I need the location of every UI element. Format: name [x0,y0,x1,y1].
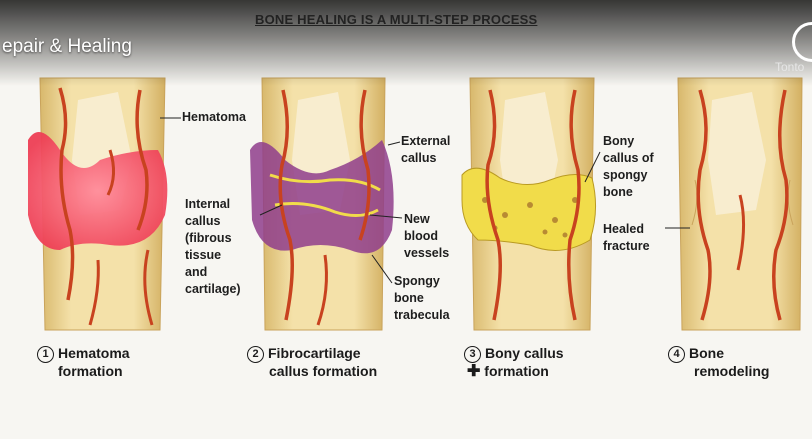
panel-hematoma [28,78,181,330]
panel-remodeling [665,78,802,330]
panel-fibrocartilage [250,78,402,330]
step-2-line-1: Fibrocartilage [268,345,361,361]
step-3-line-2: ✚ formation [467,362,549,381]
step-number-3: 3 [464,346,481,363]
label-healed-fracture-2: fracture [603,239,650,254]
step-4-line-2: remodeling [694,362,769,380]
label-new-blood-vessels-1: New [404,212,430,227]
label-internal-callus-3: (fibrous [185,231,232,246]
label-bony-callus-2: callus of [603,151,654,166]
video-title[interactable]: epair & Healing [2,36,132,58]
label-spongy-bone-3: trabecula [394,308,450,323]
step-number-1: 1 [37,346,54,363]
label-hematoma: Hematoma [182,110,246,125]
label-healed-fracture-1: Healed [603,222,644,237]
label-spongy-bone-2: bone [394,291,424,306]
step-1-line-2: formation [58,362,123,380]
label-spongy-bone-1: Spongy [394,274,440,289]
label-internal-callus-5: and [185,265,207,280]
label-new-blood-vessels-3: vessels [404,246,449,261]
step-4-line-1: Bone [689,345,724,361]
plus-icon: ✚ [467,363,480,380]
label-bony-callus-3: spongy [603,168,647,183]
channel-name[interactable]: Tonto [775,60,804,74]
step-number-2: 2 [247,346,264,363]
step-number-4: 4 [668,346,685,363]
step-1-line-1: Hematoma [58,345,130,361]
step-2-line-2: callus formation [269,362,377,380]
label-internal-callus-6: cartilage) [185,282,241,297]
panel-bony-callus [462,78,600,330]
label-internal-callus-1: Internal [185,197,230,212]
label-external-callus-1: External [401,134,450,149]
step-3-line-2-text: formation [484,363,549,379]
figure-title: BONE HEALING IS A MULTI-STEP PROCESS [255,12,537,27]
label-new-blood-vessels-2: blood [404,229,438,244]
label-bony-callus-1: Bony [603,134,634,149]
label-external-callus-2: callus [401,151,436,166]
label-internal-callus-4: tissue [185,248,221,263]
label-bony-callus-4: bone [603,185,633,200]
step-3-line-1: Bony callus [485,345,564,361]
label-internal-callus-2: callus [185,214,220,229]
